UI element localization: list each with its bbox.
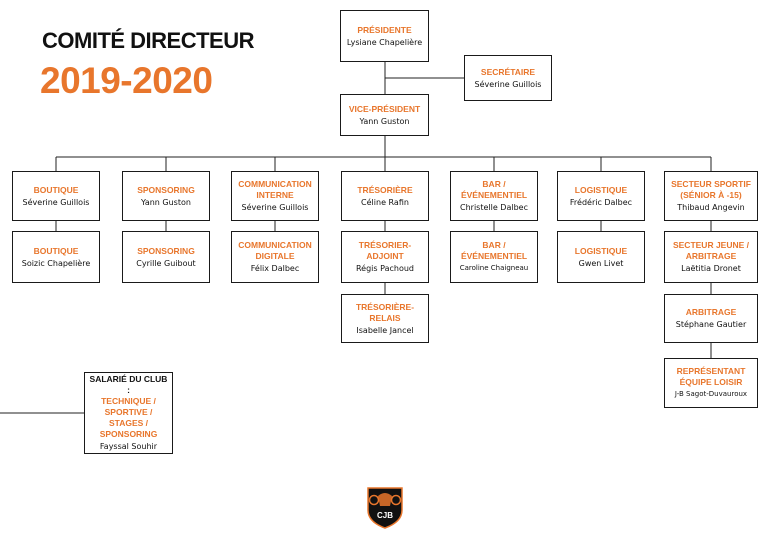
box-vice-president: VICE-PRÉSIDENT Yann Guston	[340, 94, 429, 136]
box-person: Yann Guston	[359, 116, 410, 126]
box-role: BOUTIQUE	[33, 184, 79, 195]
box-salarie: SALARIÉ DU CLUB : TECHNIQUE / SPORTIVE /…	[84, 372, 173, 454]
box-secteur-sportif: SECTEUR SPORTIF (SÉNIOR À -15) Thibaud A…	[664, 171, 758, 221]
box-person: Régis Pachoud	[355, 264, 414, 273]
box-role: SECRÉTAIRE	[480, 66, 536, 77]
box-sponsoring-1: SPONSORING Yann Guston	[122, 171, 210, 221]
box-person: Laëtitia Dronet	[681, 264, 741, 273]
box-person: Caroline Chaigneau	[459, 264, 529, 272]
box-person: Stéphane Gautier	[675, 320, 747, 329]
box-person: Yann Guston	[141, 197, 191, 207]
box-role: LOGISTIQUE	[574, 245, 628, 256]
box-person: Fayssal Souhir	[99, 442, 158, 451]
logo-text: CJB	[377, 511, 393, 520]
box-role: REPRÉSENTANT ÉQUIPE LOISIR	[676, 366, 746, 387]
salarie-heading: SALARIÉ DU CLUB :	[89, 374, 168, 395]
box-role: ARBITRAGE	[685, 307, 737, 317]
club-crest-icon: CJB	[367, 487, 403, 529]
box-person: Séverine Guillois	[22, 197, 90, 207]
box-secteur-jeune: SECTEUR JEUNE / ARBITRAGE Laëtitia Drone…	[664, 231, 758, 283]
box-person: Séverine Guillois	[474, 79, 542, 89]
box-role: TRÉSORIÈRE	[357, 184, 413, 195]
box-communication-digitale: COMMUNICATION DIGITALE Félix Dalbec	[231, 231, 319, 283]
box-person: Lysiane Chapelière	[346, 37, 423, 47]
box-communication-interne: COMMUNICATION INTERNE Séverine Guillois	[231, 171, 319, 221]
box-role: TRÉSORIÈRE-RELAIS	[355, 301, 415, 323]
box-representant-loisir: REPRÉSENTANT ÉQUIPE LOISIR J-B Sagot-Duv…	[664, 358, 758, 408]
box-role: PRÉSIDENTE	[357, 24, 412, 35]
box-person: Isabelle Jancel	[356, 325, 414, 335]
box-role: SECTEUR SPORTIF (SÉNIOR À -15)	[671, 179, 751, 200]
box-person: Céline Rafin	[361, 197, 409, 207]
box-role: BAR / ÉVÉNEMENTIEL	[460, 179, 528, 200]
box-tresorier-adjoint: TRÉSORIER-ADJOINT Régis Pachoud	[341, 231, 429, 283]
box-person: Christelle Dalbec	[460, 203, 528, 212]
box-person: Thibaud Angevin	[677, 203, 745, 212]
box-arbitrage: ARBITRAGE Stéphane Gautier	[664, 294, 758, 343]
box-role: BAR / ÉVÉNEMENTIEL	[460, 240, 528, 261]
season-label: 2019-2020	[40, 60, 213, 101]
box-role: COMMUNICATION DIGITALE	[238, 240, 312, 261]
box-person: Soizic Chapelière	[21, 258, 91, 268]
box-role: TECHNIQUE / SPORTIVE / STAGES / SPONSORI…	[99, 396, 158, 439]
box-tresoriere: TRÉSORIÈRE Céline Rafin	[341, 171, 429, 221]
box-bar-2: BAR / ÉVÉNEMENTIEL Caroline Chaigneau	[450, 231, 538, 283]
box-sponsoring-2: SPONSORING Cyrille Guibout	[122, 231, 210, 283]
box-role: COMMUNICATION INTERNE	[238, 179, 312, 200]
box-person: J-B Sagot-Duvauroux	[674, 390, 748, 398]
box-person: Félix Dalbec	[250, 264, 300, 273]
box-logistique-2: LOGISTIQUE Gwen Livet	[557, 231, 645, 283]
box-person: Séverine Guillois	[241, 203, 309, 212]
box-person: Cyrille Guibout	[136, 258, 196, 268]
box-person: Gwen Livet	[578, 258, 624, 268]
box-boutique-2: BOUTIQUE Soizic Chapelière	[12, 231, 100, 283]
box-presidente: PRÉSIDENTE Lysiane Chapelière	[340, 10, 429, 62]
page-title: COMITÉ DIRECTEUR	[42, 28, 255, 53]
box-boutique-1: BOUTIQUE Séverine Guillois	[12, 171, 100, 221]
box-secretaire: SECRÉTAIRE Séverine Guillois	[464, 55, 552, 101]
box-bar-1: BAR / ÉVÉNEMENTIEL Christelle Dalbec	[450, 171, 538, 221]
box-logistique-1: LOGISTIQUE Frédéric Dalbec	[557, 171, 645, 221]
box-role: SPONSORING	[137, 184, 195, 195]
box-person: Frédéric Dalbec	[569, 197, 633, 207]
box-role: LOGISTIQUE	[574, 184, 628, 195]
box-role: BOUTIQUE	[33, 245, 79, 256]
box-role: VICE-PRÉSIDENT	[348, 103, 421, 114]
box-role: SPONSORING	[137, 245, 195, 256]
box-tresoriere-relais: TRÉSORIÈRE-RELAIS Isabelle Jancel	[341, 294, 429, 343]
box-role: TRÉSORIER-ADJOINT	[358, 240, 412, 261]
box-role: SECTEUR JEUNE / ARBITRAGE	[672, 240, 750, 261]
